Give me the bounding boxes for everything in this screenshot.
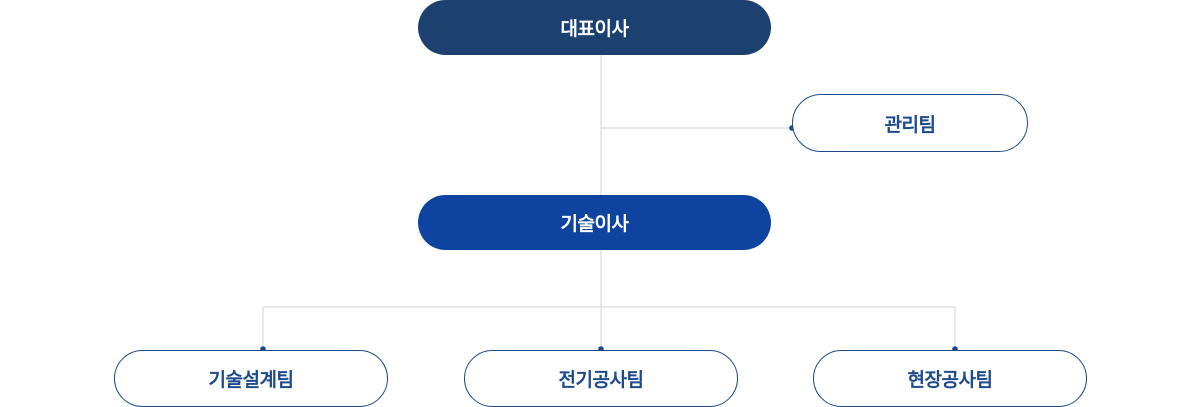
node-management-team: 관리팀 xyxy=(792,94,1028,152)
node-cto: 기술이사 xyxy=(418,195,771,250)
node-site-team: 현장공사팀 xyxy=(813,350,1087,407)
node-design-label: 기술설계팀 xyxy=(208,369,294,391)
node-ceo: 대표이사 xyxy=(418,0,771,55)
node-ceo-label: 대표이사 xyxy=(560,18,629,40)
node-cto-label: 기술이사 xyxy=(560,213,629,235)
node-electrical-label: 전기공사팀 xyxy=(558,369,644,391)
node-site-label: 현장공사팀 xyxy=(907,369,993,391)
node-design-team: 기술설계팀 xyxy=(114,350,388,407)
node-management-label: 관리팀 xyxy=(884,113,936,136)
node-electrical-team: 전기공사팀 xyxy=(464,350,738,407)
